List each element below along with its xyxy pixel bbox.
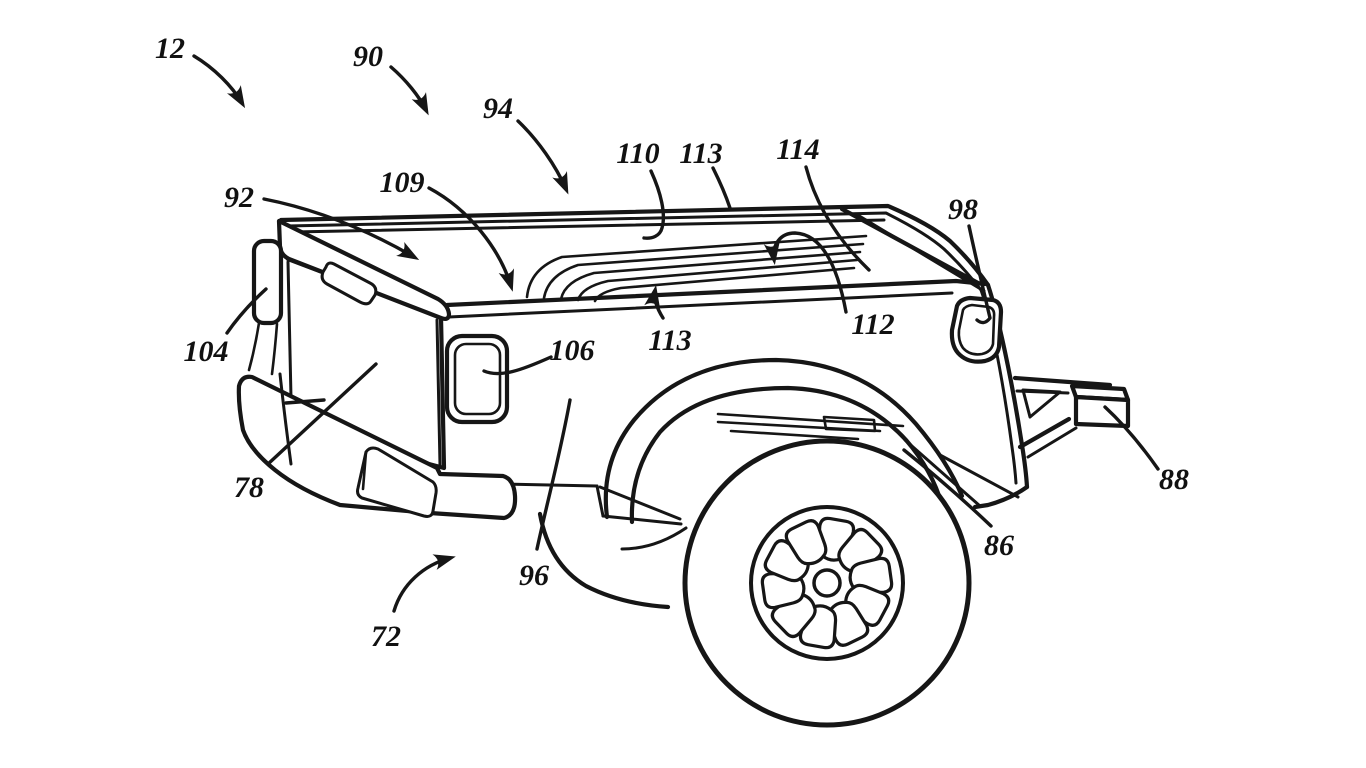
tail-light-left [247, 238, 284, 376]
leader-78-tick [284, 398, 326, 405]
leader-104 [225, 287, 268, 335]
ref-label-104: 104 [184, 335, 229, 368]
hub-circle [812, 568, 842, 598]
reference-numerals: 12 90 94 110 113 114 92 109 98 104 106 1… [155, 32, 1189, 653]
spare-tire-arc [537, 511, 671, 610]
rocker-diagonal [598, 485, 682, 521]
ref-label-94: 94 [483, 92, 513, 125]
rocker-flange [601, 514, 683, 526]
tongue-lower-tube [1017, 416, 1072, 450]
tongue-gusset [1021, 388, 1062, 419]
roll-line [542, 242, 865, 300]
tailgate-right-seam [435, 318, 442, 467]
underbody-line [903, 438, 982, 508]
tailgate-left-edge [286, 260, 293, 400]
front-bottom-edge [972, 484, 1030, 510]
leader-96 [535, 398, 572, 551]
flare-right-trim [938, 453, 1020, 499]
ref-label-110: 110 [616, 137, 659, 170]
bed-rails [278, 203, 991, 319]
leader-88 [1103, 405, 1160, 471]
leader-92 [262, 197, 420, 261]
spare-hub-arc [620, 526, 688, 551]
ref-label-114: 114 [776, 133, 819, 166]
ref-label-90: 90 [353, 40, 383, 73]
leader-72 [392, 554, 456, 613]
tonneau-roll [525, 234, 868, 303]
ref-label-92: 92 [224, 181, 254, 214]
leader-112-arc [763, 231, 848, 314]
tail-light-left-housing [251, 238, 284, 326]
leader-90 [389, 65, 429, 116]
ref-label-96: 96 [519, 559, 549, 592]
near-rail-top [444, 278, 988, 308]
tail-light-right [444, 333, 510, 425]
ref-label-112: 112 [851, 308, 894, 341]
leader-94 [516, 119, 569, 195]
grab-handle-opening [949, 295, 1004, 364]
leader-114 [804, 165, 871, 272]
ref-label-12: 12 [155, 32, 185, 65]
frame-line [729, 429, 860, 441]
ref-label-72: 72 [371, 620, 401, 653]
bumper-step-edge [361, 450, 368, 491]
trailer-drawing [236, 203, 1131, 728]
leader-106 [482, 355, 553, 376]
leader-113-bottom [644, 285, 665, 320]
near-rail-bottom [447, 291, 954, 319]
ref-label-113b: 113 [648, 324, 691, 357]
leader-86 [902, 448, 993, 528]
bumper-endcap-line [278, 372, 293, 466]
roll-line [576, 258, 859, 302]
leader-lines [192, 54, 1160, 613]
leader-98 [967, 224, 992, 325]
tail-light-left-mount [270, 322, 279, 376]
rear-bumper [236, 372, 518, 521]
frame-rails [716, 412, 982, 508]
leader-109 [427, 186, 514, 292]
roll-line [559, 250, 862, 301]
ref-label-86: 86 [984, 529, 1014, 562]
wheel [682, 438, 972, 728]
leader-110 [642, 169, 666, 240]
tailgate-handle-recess [320, 261, 378, 306]
leader-78 [266, 362, 378, 466]
far-rail-top [278, 203, 991, 288]
ref-label-113a: 113 [679, 137, 722, 170]
grab-handle-inner [957, 303, 996, 356]
fender-flare [603, 357, 1020, 525]
frame-line [716, 412, 905, 428]
frame-bracket [822, 415, 877, 433]
far-rail-inner [291, 218, 886, 234]
tongue-lower-inner [1026, 426, 1078, 459]
trailer-tongue [1012, 375, 1131, 459]
ref-label-98: 98 [948, 193, 978, 226]
spare-tire [537, 511, 688, 610]
flare-outer-edge [603, 357, 965, 520]
ref-label-78: 78 [234, 471, 264, 504]
tail-light-left-mount [247, 321, 261, 372]
bed-side-panel [503, 482, 683, 526]
roll-line [593, 266, 856, 303]
roll-line [525, 234, 868, 299]
rocker-step [595, 484, 605, 518]
far-rail-mid [285, 211, 983, 292]
wheel-arch-opening [629, 385, 945, 525]
ref-label-109: 109 [380, 166, 425, 199]
tail-light-right-housing [444, 333, 510, 425]
ref-label-88: 88 [1159, 463, 1189, 496]
tail-light-right-lens [453, 342, 502, 416]
bulkhead-inner [854, 212, 986, 293]
bumper-step [356, 446, 438, 518]
leader-113-top [711, 166, 732, 210]
tongue-upper-tube [1012, 375, 1113, 388]
leader-12 [192, 54, 246, 109]
ref-label-106: 106 [550, 334, 595, 367]
